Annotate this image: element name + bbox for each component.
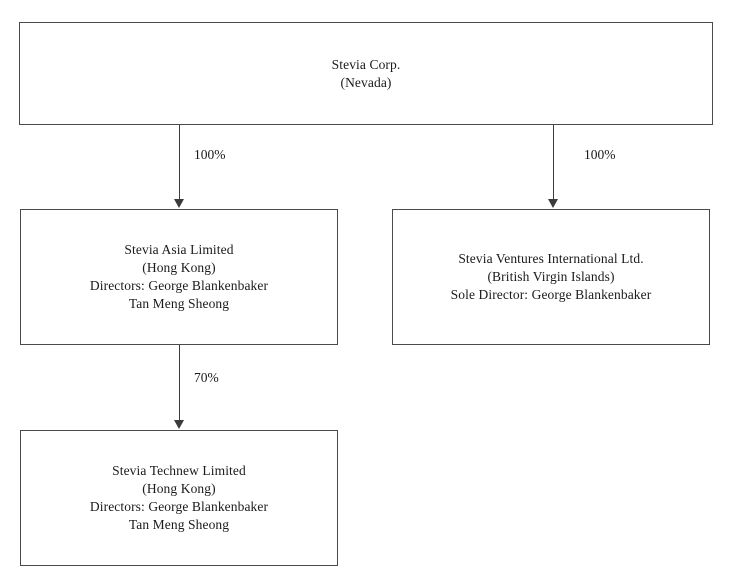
node-title-stevia-technew-limited: Stevia Technew Limited [112, 463, 246, 478]
node-jurisdiction-stevia-technew-limited: (Hong Kong) [142, 481, 216, 496]
node-jurisdiction-stevia-ventures-international: (British Virgin Islands) [487, 269, 615, 284]
connector-line-parent-to-asia [179, 125, 180, 201]
org-node-stevia-asia-limited[interactable]: Stevia Asia Limited (Hong Kong) Director… [20, 209, 338, 345]
edge-label-ownership-parent-to-ventures: 100% [584, 147, 616, 162]
connector-line-parent-to-ventures [553, 125, 554, 201]
edge-label-ownership-asia-to-technew: 70% [194, 370, 219, 385]
node-title-stevia-ventures-international: Stevia Ventures International Ltd. [458, 251, 644, 266]
arrowhead-icon-asia-to-technew [174, 420, 184, 429]
connector-line-asia-to-technew [179, 345, 180, 421]
org-node-stevia-technew-limited[interactable]: Stevia Technew Limited (Hong Kong) Direc… [20, 430, 338, 566]
node-director-second-stevia-asia-limited: Tan Meng Sheong [128, 296, 230, 311]
org-node-stevia-ventures-international[interactable]: Stevia Ventures International Ltd. (Brit… [392, 209, 710, 345]
node-jurisdiction-stevia-asia-limited: (Hong Kong) [142, 260, 216, 275]
node-jurisdiction-stevia-corp: (Nevada) [340, 74, 392, 90]
node-directors-stevia-ventures-international: Sole Director: George Blankenbaker [450, 287, 652, 302]
arrowhead-icon-parent-to-asia [174, 199, 184, 208]
node-title-stevia-asia-limited: Stevia Asia Limited [124, 242, 234, 257]
node-director-second-stevia-technew-limited: Tan Meng Sheong [128, 517, 230, 532]
edge-label-ownership-parent-to-asia: 100% [194, 147, 226, 162]
arrowhead-icon-parent-to-ventures [548, 199, 558, 208]
org-node-stevia-corp[interactable]: Stevia Corp. (Nevada) [19, 22, 713, 125]
node-directors-stevia-technew-limited: Directors: George Blankenbaker [89, 499, 269, 514]
node-title-stevia-corp: Stevia Corp. [331, 56, 401, 72]
node-directors-stevia-asia-limited: Directors: George Blankenbaker [89, 278, 269, 293]
